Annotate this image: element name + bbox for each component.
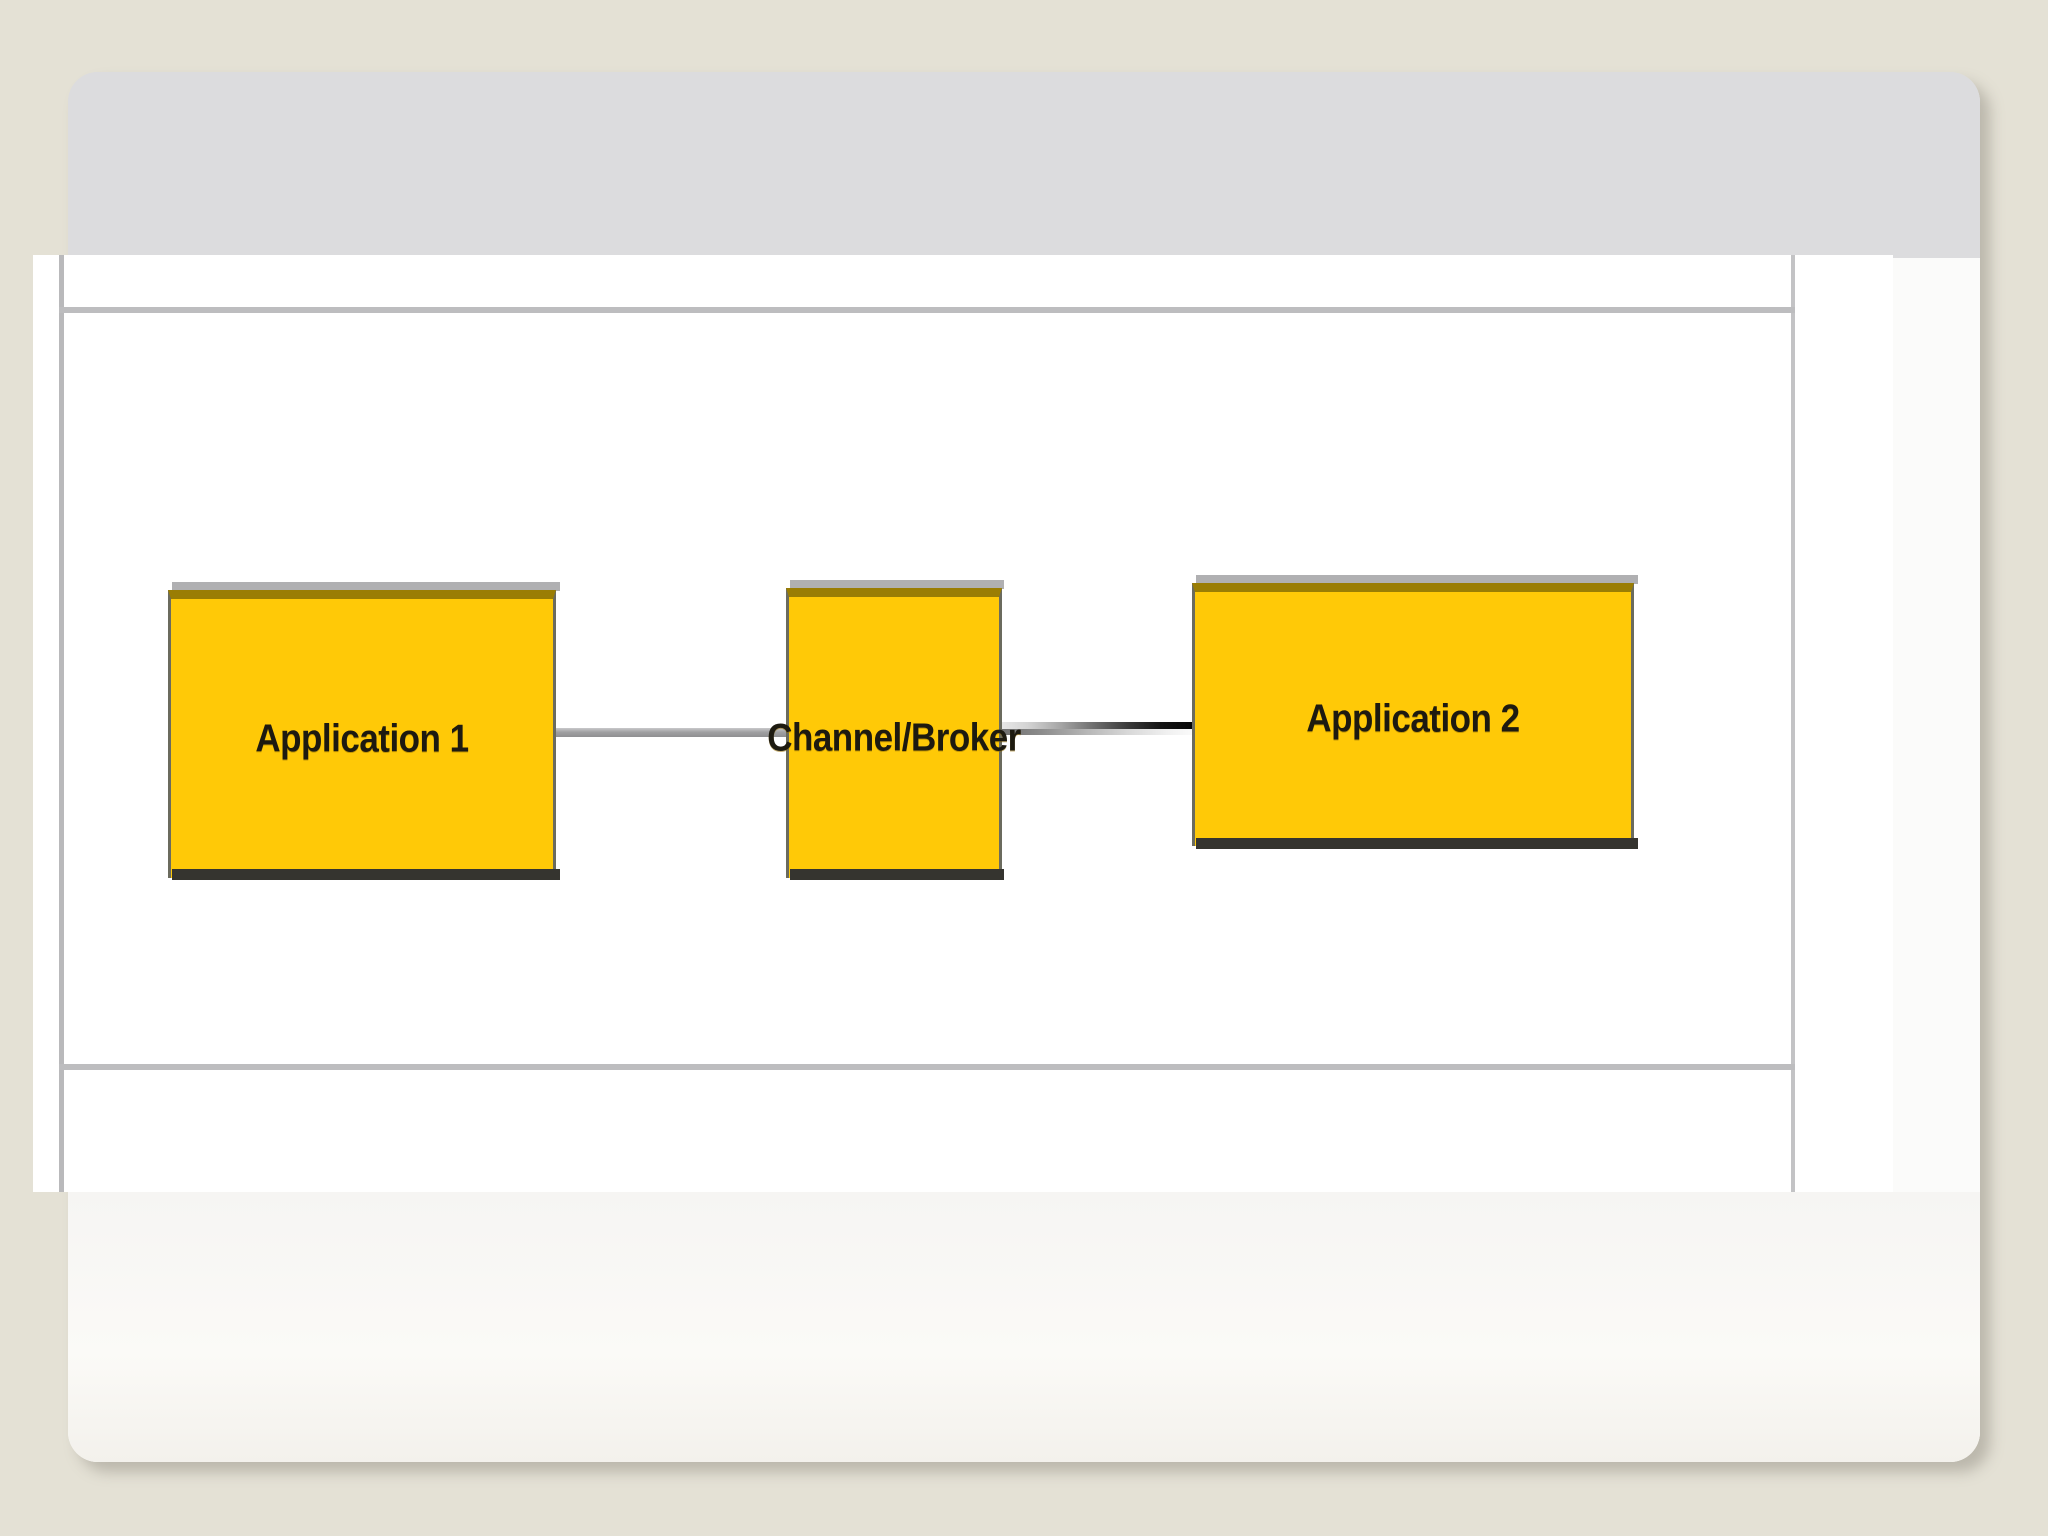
application2-node-shadow <box>1196 838 1638 849</box>
channel-broker-node[interactable]: Channel/Broker <box>767 588 1021 878</box>
channel-broker-node-label: Channel/Broker <box>767 715 1021 759</box>
divider-vertical-right <box>1791 255 1795 1192</box>
application2-node[interactable]: Application 2 <box>1192 583 1634 846</box>
channel-broker-node-bevel <box>790 580 1004 589</box>
divider-horizontal-top <box>59 307 1795 313</box>
application1-node-bevel <box>172 582 560 591</box>
connector-application1-to-channel <box>556 728 788 737</box>
slide-footer-band <box>68 1192 1980 1462</box>
channel-broker-node-shadow <box>790 869 1004 880</box>
application2-node-label: Application 2 <box>1306 696 1520 741</box>
connector-channel-to-application2 <box>1000 722 1194 729</box>
divider-vertical-left <box>59 255 64 1192</box>
connector-channel-to-application2-highlight <box>1000 729 1194 735</box>
application1-node[interactable]: Application 1 <box>168 590 556 878</box>
divider-horizontal-bottom <box>59 1064 1795 1070</box>
application2-node-bevel <box>1196 575 1638 584</box>
application1-node-label: Application 1 <box>255 716 469 760</box>
application1-node-shadow <box>172 869 560 880</box>
slide-header-band <box>68 72 1980 258</box>
